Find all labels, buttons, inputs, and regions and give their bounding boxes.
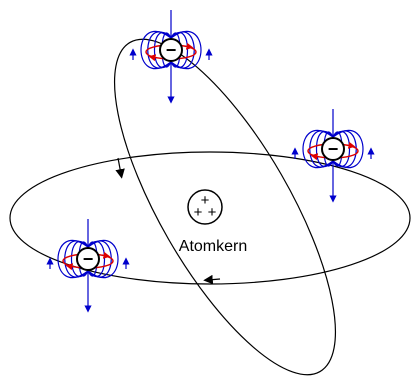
rotation-arrow-icon [152,57,157,58]
plus-charge-icon: + [194,204,203,221]
rotation-arrow-icon [185,46,190,47]
rotation-arrow-icon [314,156,319,157]
rotation-arrow-icon [102,255,107,256]
nucleus-label: Atomkern [179,238,247,255]
rotation-arrow-icon [347,145,352,146]
minus-charge-icon: − [83,249,94,269]
nucleus: +++ Atomkern [179,190,247,255]
electron-top: − [133,10,209,100]
electron-right: − [295,109,371,199]
orbit-tilted [74,10,377,387]
orbit-arrow-icon [118,158,121,174]
orbit-arrow-icon [208,279,220,280]
minus-charge-icon: − [328,139,339,159]
plus-charge-icon: + [208,204,217,221]
electron-left: − [50,219,126,309]
minus-charge-icon: − [166,40,177,60]
rotation-arrow-icon [69,266,74,267]
